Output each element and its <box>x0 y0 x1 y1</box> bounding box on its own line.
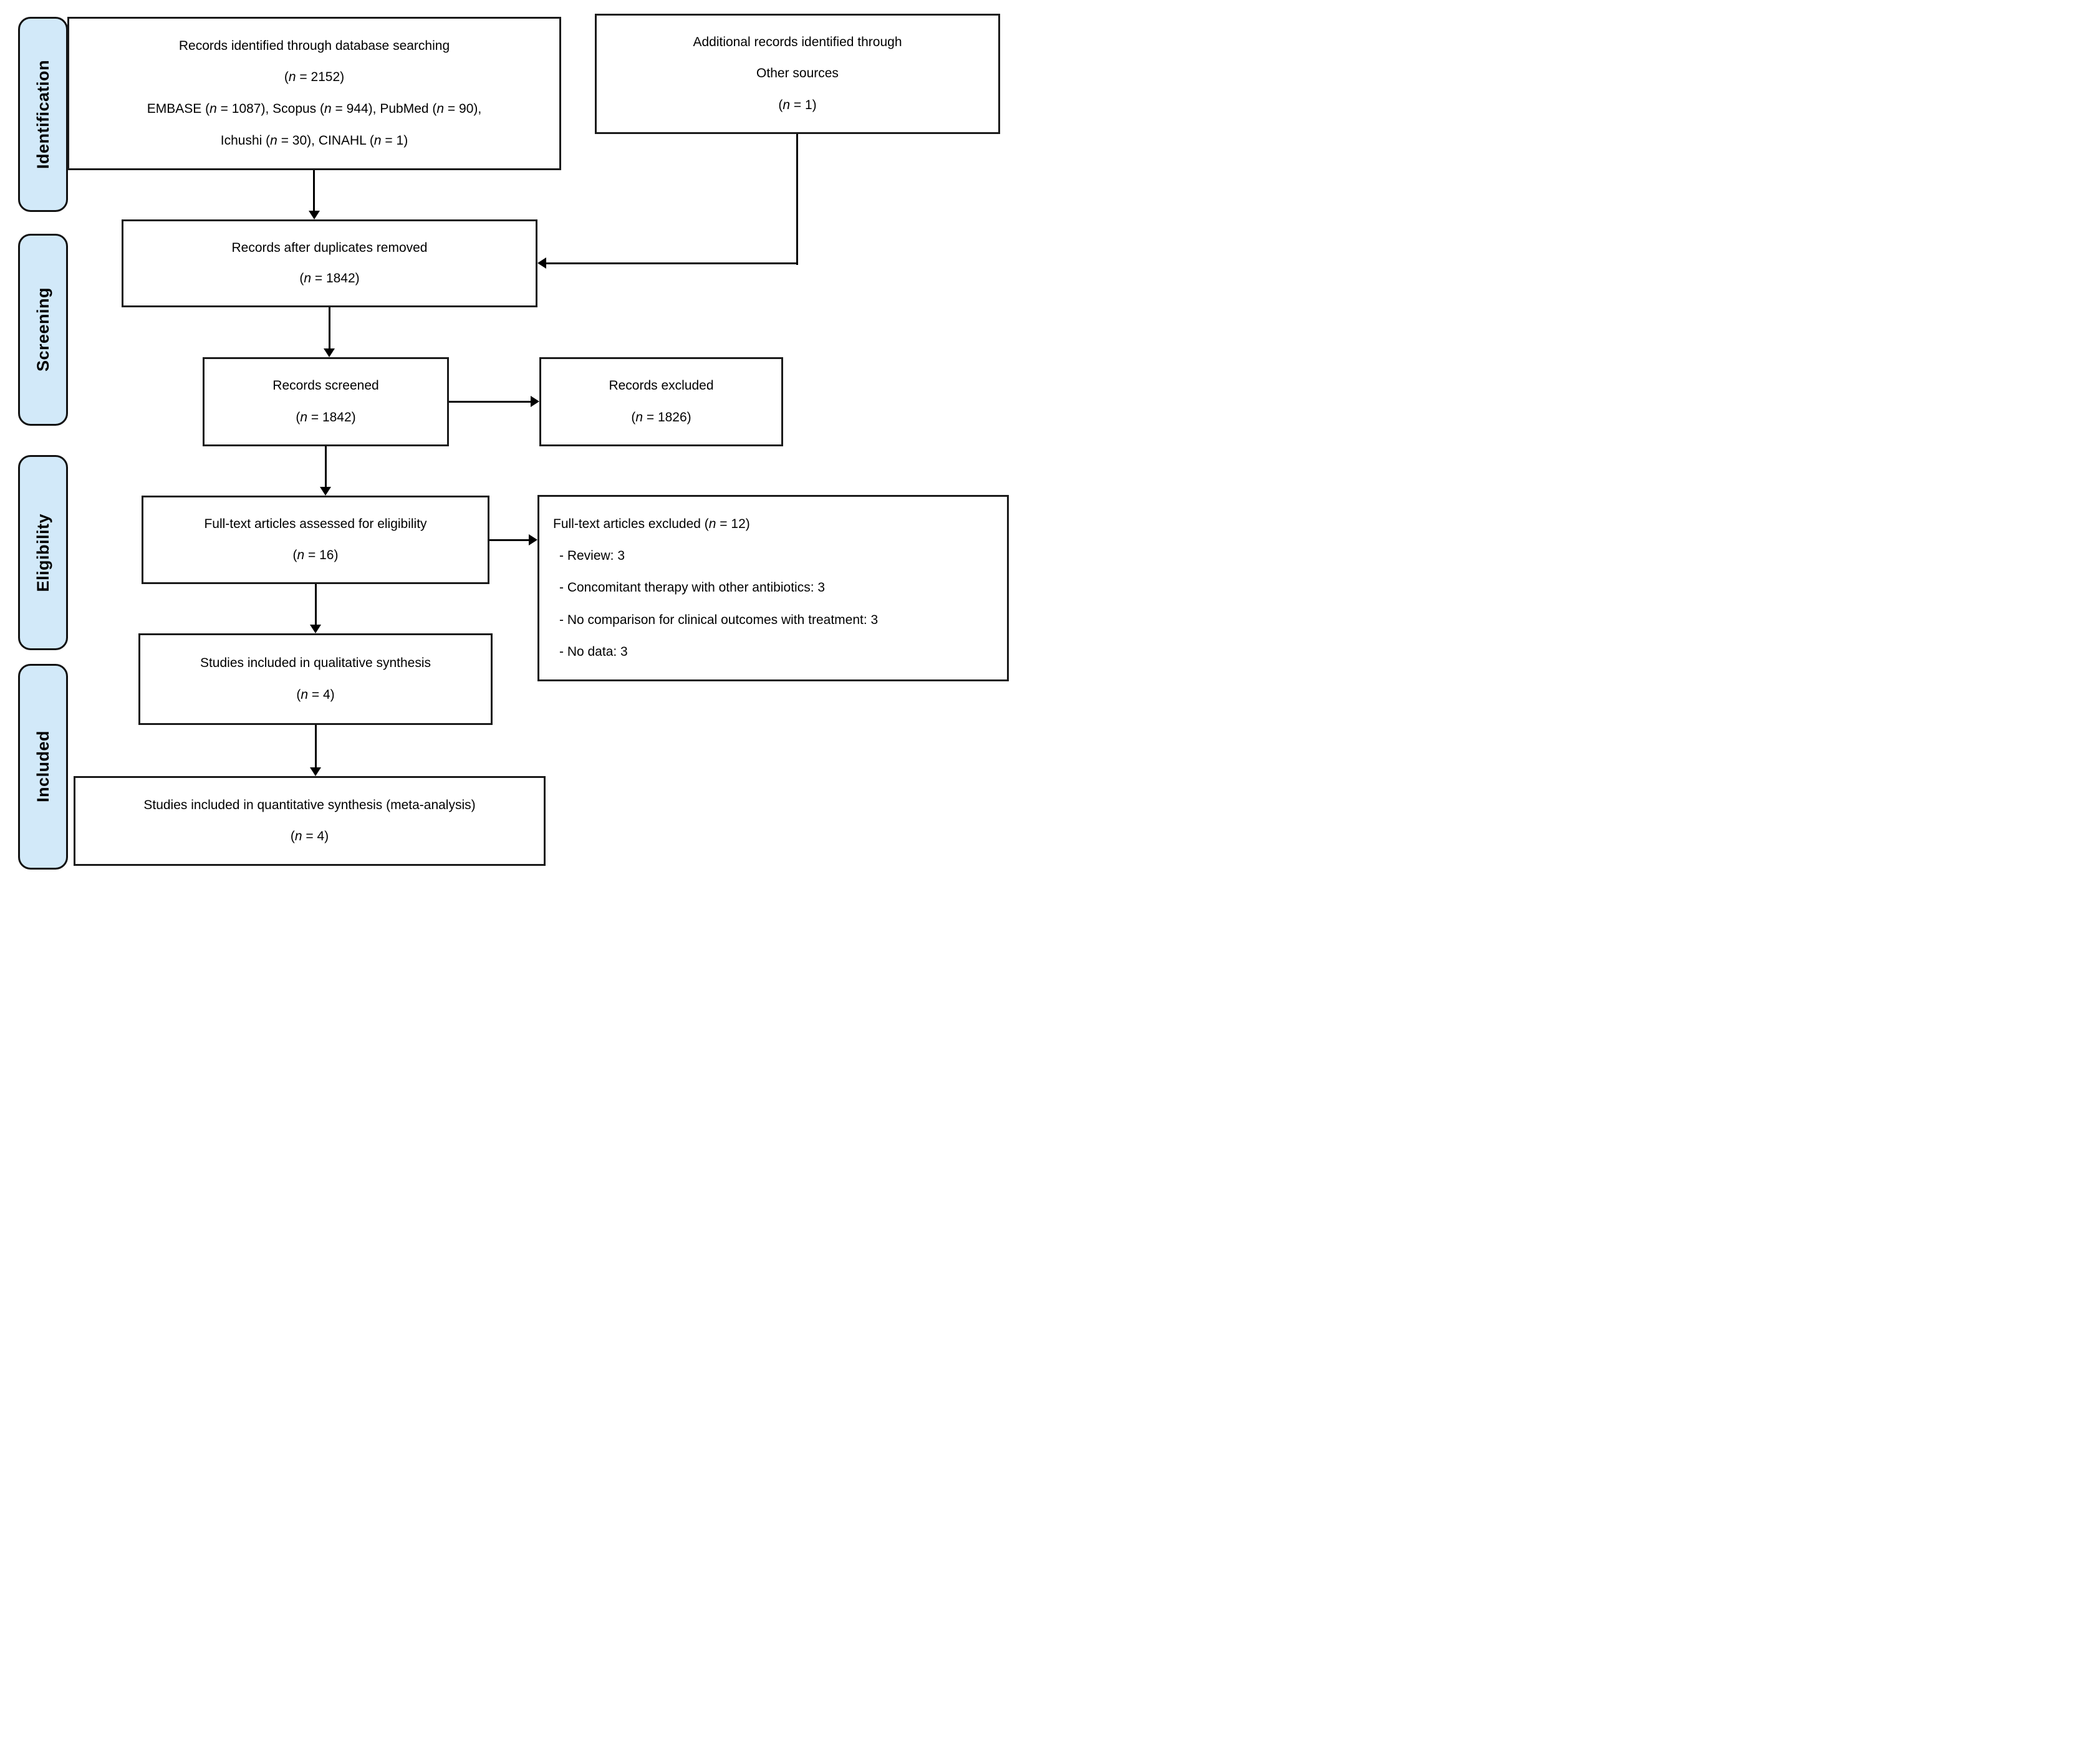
box-fulltext-assessed-line: Full-text articles assessed for eligibil… <box>204 516 427 531</box>
arrow-fulltext-to-excluded-head <box>529 534 537 545</box>
box-qualitative-synthesis-line: Studies included in qualitative synthesi… <box>200 655 431 670</box>
box-qualitative-synthesis: Studies included in qualitative synthesi… <box>138 633 493 725</box>
arrow-screened-to-fulltext-head <box>320 487 331 496</box>
box-records-identified-count: (n = 2152) <box>284 70 345 85</box>
arrow-qualitative-to-quantitative-head <box>310 767 321 776</box>
arrow-fulltext-to-qualitative-head <box>310 625 321 633</box>
box-records-screened-line: Records screened <box>272 378 379 393</box>
box-quantitative-synthesis-count: (n = 4) <box>290 829 329 844</box>
arrow-additional-to-duplicates-head <box>537 257 546 269</box>
stage-eligibility-label: Eligibility <box>33 513 52 592</box>
box-records-identified-sources-2: Ichushi (n = 30), CINAHL (n = 1) <box>220 133 408 148</box>
box-additional-records-count: (n = 1) <box>778 97 817 112</box>
arrow-qualitative-to-quantitative-line <box>315 725 317 767</box>
exclusion-reason: - Review: 3 <box>559 549 625 564</box>
stage-screening-label: Screening <box>33 287 52 372</box>
arrow-screened-to-excluded-head <box>531 396 539 407</box>
box-quantitative-synthesis: Studies included in quantitative synthes… <box>74 776 546 866</box>
arrow-identified-to-duplicates-head <box>309 211 320 219</box>
box-records-identified-sources-1: EMBASE (n = 1087), Scopus (n = 944), Pub… <box>147 102 482 117</box>
box-records-excluded-count: (n = 1826) <box>631 410 691 425</box>
stage-identification-label: Identification <box>33 60 52 169</box>
arrow-screened-to-excluded-line <box>449 401 531 403</box>
exclusion-reason: - No comparison for clinical outcomes wi… <box>559 612 879 627</box>
arrow-additional-to-duplicates-hline <box>546 262 797 264</box>
box-fulltext-excluded-title: Full-text articles excluded (n = 12) <box>553 516 750 531</box>
stage-screening: Screening <box>18 234 68 426</box>
box-records-identified: Records identified through database sear… <box>67 17 561 170</box>
stage-eligibility: Eligibility <box>18 455 68 650</box>
stage-included-label: Included <box>33 731 52 803</box>
box-records-screened: Records screened (n = 1842) <box>203 357 449 446</box>
arrow-duplicates-to-screened-head <box>324 348 335 357</box>
box-records-screened-count: (n = 1842) <box>296 410 356 425</box>
box-fulltext-assessed: Full-text articles assessed for eligibil… <box>142 496 489 584</box>
exclusion-reason: - No data: 3 <box>559 644 628 659</box>
box-fulltext-assessed-count: (n = 16) <box>292 547 339 562</box>
box-additional-records: Additional records identified through Ot… <box>595 14 1000 134</box>
box-records-excluded-line: Records excluded <box>609 378 714 393</box>
box-records-excluded: Records excluded (n = 1826) <box>539 357 783 446</box>
arrow-fulltext-to-excluded-line <box>489 539 529 541</box>
box-qualitative-synthesis-count: (n = 4) <box>296 688 335 703</box>
box-additional-records-line: Additional records identified through <box>693 35 902 50</box>
arrow-duplicates-to-screened-line <box>329 307 330 348</box>
box-records-identified-line: Records identified through database sear… <box>178 38 450 53</box>
stage-included: Included <box>18 664 68 870</box>
arrow-additional-to-duplicates-vline <box>796 134 798 265</box>
box-additional-records-line: Other sources <box>756 66 839 81</box>
exclusion-reason: - Concomitant therapy with other antibio… <box>559 580 826 595</box>
stage-identification: Identification <box>18 17 68 212</box>
box-quantitative-synthesis-line: Studies included in quantitative synthes… <box>143 797 476 812</box>
arrow-identified-to-duplicates-line <box>313 170 315 212</box>
box-fulltext-excluded: Full-text articles excluded (n = 12) - R… <box>537 495 1009 681</box>
box-duplicates-removed-line: Records after duplicates removed <box>231 240 428 255</box>
arrow-screened-to-fulltext-line <box>325 446 327 487</box>
box-duplicates-removed: Records after duplicates removed (n = 18… <box>122 219 537 307</box>
prisma-flow-diagram: Identification Screening Eligibility Inc… <box>0 0 1050 878</box>
box-duplicates-removed-count: (n = 1842) <box>299 271 360 286</box>
arrow-fulltext-to-qualitative-line <box>315 584 317 625</box>
